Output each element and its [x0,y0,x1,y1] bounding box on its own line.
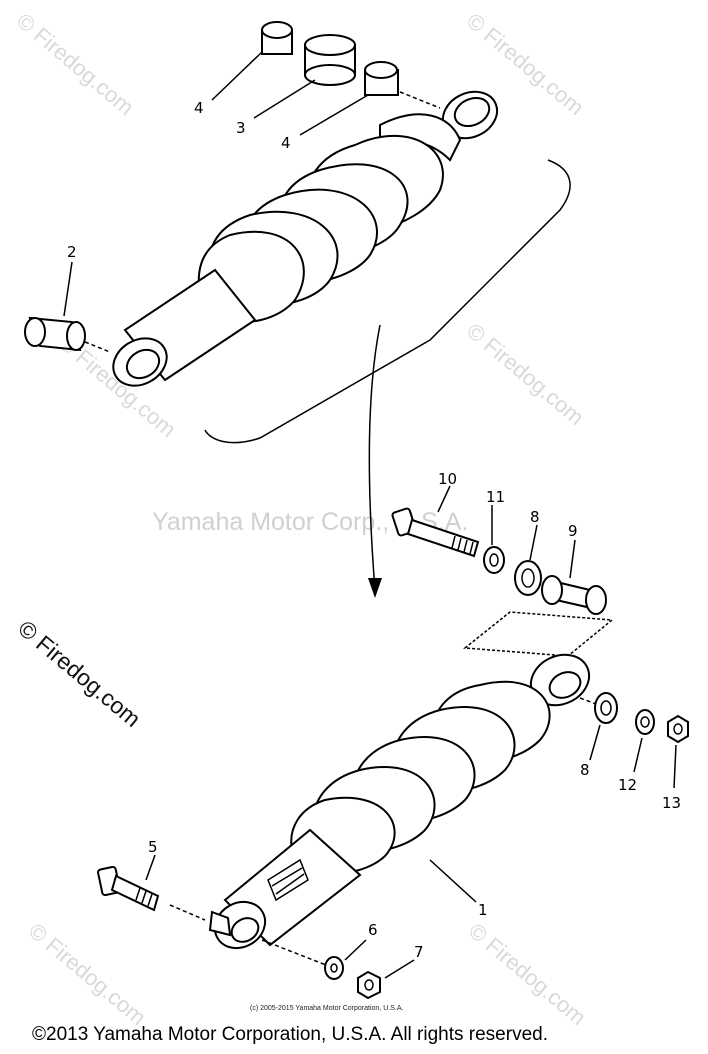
callout-11: 11 [486,488,505,506]
seal-8-upper [514,560,542,596]
washer-12 [635,709,655,735]
callout-2: 2 [67,243,77,261]
bushing-3 [304,34,356,86]
callout-10: 10 [438,470,457,488]
lower-shock-assembly [97,485,689,1000]
callout-12: 12 [618,776,637,794]
callout-1: 1 [478,901,488,919]
callout-8-upper: 8 [530,508,540,526]
callout-5: 5 [148,838,158,856]
collar-2-upper [24,316,86,352]
collar-9 [541,575,607,615]
bolt-10 [391,507,480,558]
callout-4-left: 4 [194,99,204,117]
callout-9: 9 [568,522,578,540]
nut-7 [357,970,381,1000]
upper-shock-assembly [24,21,571,598]
bushing-4-left [261,21,293,55]
bushing-4-right [364,61,399,96]
washer-11 [483,546,505,574]
callout-7: 7 [414,943,424,961]
seal-8-lower [594,692,618,724]
washer-6 [324,956,344,980]
bolt-5 [97,865,160,912]
callout-4-right: 4 [281,134,291,152]
nut-13 [667,714,689,744]
callout-6: 6 [368,921,378,939]
small-credit: (c) 2005-2015 Yamaha Motor Corporation, … [250,1005,404,1012]
callout-13: 13 [662,794,681,812]
callout-8-lower: 8 [580,761,590,779]
footer-copyright: ©2013 Yamaha Motor Corporation, U.S.A. A… [32,1024,548,1045]
callout-3: 3 [236,119,246,137]
